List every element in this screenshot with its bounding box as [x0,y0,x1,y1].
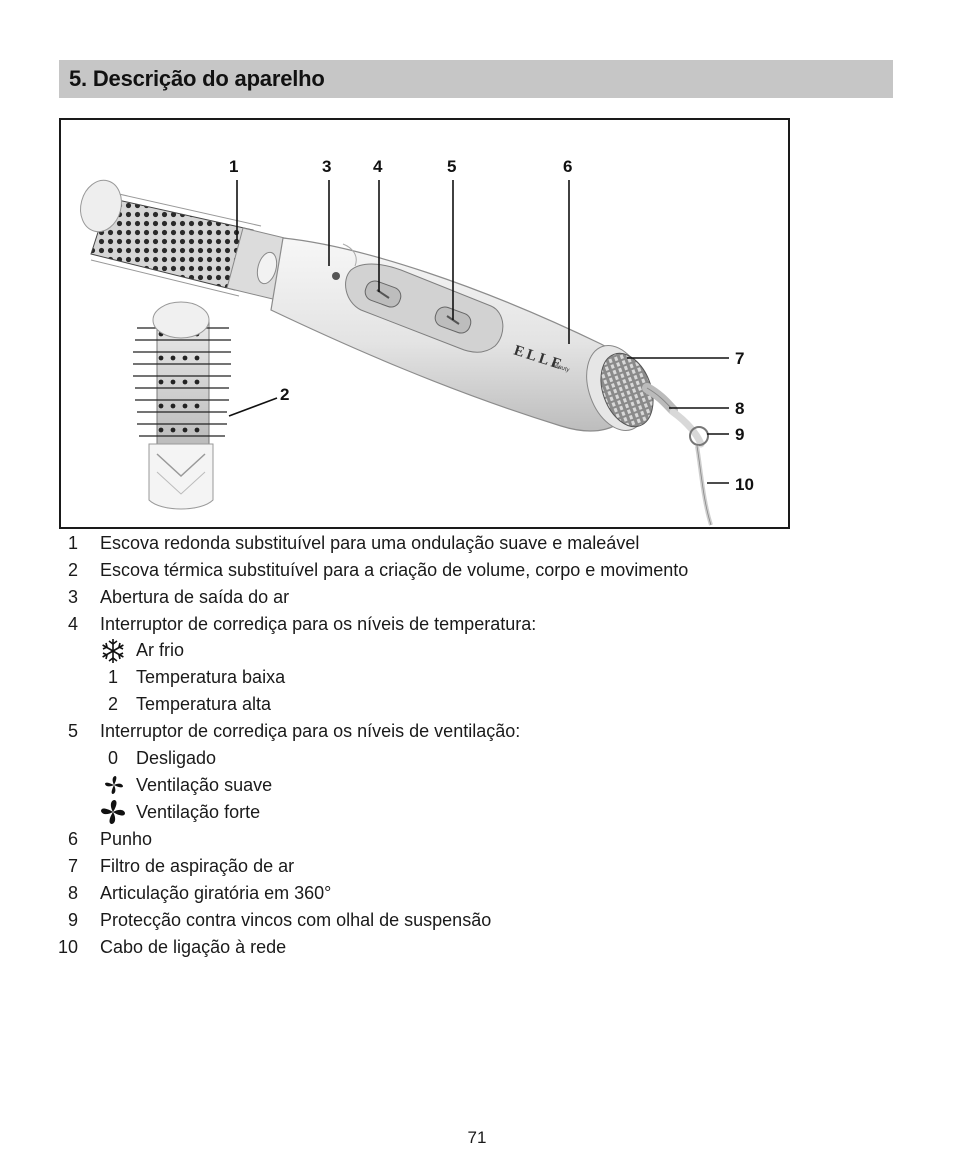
temperature-level-text: Ar frio [136,637,184,663]
appliance-figure: ELLE Beauty [59,118,790,529]
legend-number: 8 [58,880,78,906]
legend-text: Protecção contra vincos com olhal de sus… [100,907,491,933]
callout-10: 10 [735,475,754,494]
callout-5: 5 [447,157,456,176]
page-number: 71 [0,1128,954,1148]
fan-small-icon [104,775,124,795]
fan-level-text: Ventilação suave [136,772,272,798]
legend-number: 10 [58,934,78,960]
callout-3: 3 [322,157,331,176]
legend-number: 4 [58,611,78,637]
callout-6: 6 [563,157,572,176]
legend-number: 3 [58,584,78,610]
temperature-level-text: Temperatura alta [136,691,271,717]
fan-level-symbol: 0 [98,745,118,771]
section-title: 5. Descrição do aparelho [69,66,325,92]
legend-number: 5 [58,718,78,744]
legend-text: Punho [100,826,152,852]
temperature-level-symbol: 1 [98,664,118,690]
legend-text: Interruptor de corrediça para os níveis … [100,718,520,744]
callout-2: 2 [280,385,289,404]
section-header: 5. Descrição do aparelho [59,60,893,98]
appliance-illustration: ELLE Beauty [61,120,788,527]
temperature-level-symbol: 2 [98,691,118,717]
legend-text: Escova redonda substituível para uma ond… [100,530,639,556]
legend-number: 1 [58,530,78,556]
legend-text: Cabo de ligação à rede [100,934,286,960]
legend-text: Articulação giratória em 360° [100,880,331,906]
legend-text: Interruptor de corrediça para os níveis … [100,611,536,637]
callout-8: 8 [735,399,744,418]
thermal-brush [133,302,231,509]
legend-number: 7 [58,853,78,879]
snowflake-icon [100,638,126,664]
callout-1: 1 [229,157,238,176]
legend-text: Escova térmica substituível para a criaç… [100,557,688,583]
legend-number: 2 [58,557,78,583]
temperature-level-text: Temperatura baixa [136,664,285,690]
fan-level-text: Ventilação forte [136,799,260,825]
legend-number: 6 [58,826,78,852]
fan-level-text: Desligado [136,745,216,771]
callout-9: 9 [735,425,744,444]
callout-4: 4 [373,157,383,176]
legend-text: Abertura de saída do ar [100,584,289,610]
legend-number: 9 [58,907,78,933]
fan-large-icon [100,799,126,825]
callout-7: 7 [735,349,744,368]
legend-text: Filtro de aspiração de ar [100,853,294,879]
